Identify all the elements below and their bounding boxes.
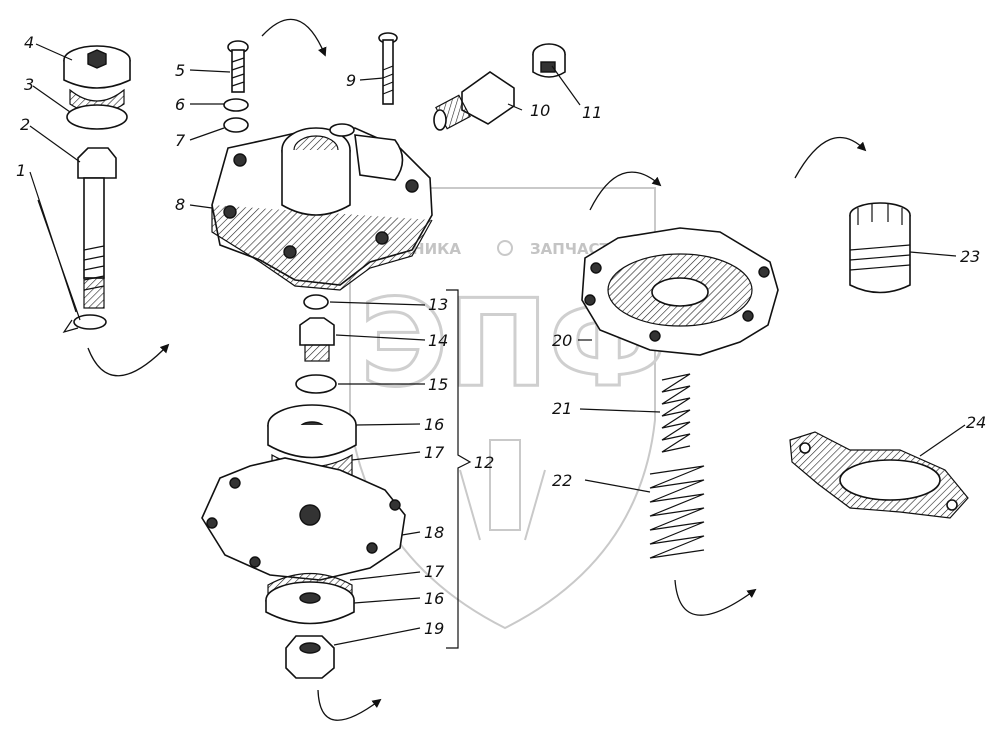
part-16-cup-lower [265,581,355,625]
label-4: 4 [24,33,34,52]
arrow-nut23 [794,136,867,179]
part-22-spring [649,465,705,559]
label-15: 15 [428,375,448,394]
part-18-diaphragm [201,457,406,581]
part-10-fitting [433,71,515,131]
label-11: 11 [582,103,602,122]
part-14-nut [299,317,335,362]
label-9: 9 [346,71,356,90]
label-7: 7 [175,131,186,150]
arrow-bottom [317,689,382,721]
label-13: 13 [428,295,448,314]
label-1: 1 [16,161,26,180]
label-17-upper: 17 [424,443,445,462]
part-8-housing [211,123,433,291]
part-9-screw [378,32,398,105]
arrow-flange [589,171,662,211]
label-14: 14 [428,331,448,350]
part-24-gasket [789,431,969,519]
rotation-arrows [87,18,867,721]
part-15-washer [295,374,337,394]
label-20: 20 [552,331,572,350]
part-7-washer [223,117,249,133]
part-6-washer [223,98,249,112]
label-2: 2 [20,115,30,134]
label-18: 18 [424,523,444,542]
label-16-upper: 16 [424,415,444,434]
label-23: 23 [960,247,980,266]
part-19-nut [285,635,335,679]
leader-lines [29,43,966,646]
label-3: 3 [24,75,34,94]
label-24: 24 [966,413,986,432]
label-10: 10 [530,101,550,120]
part-2-bolt [77,147,117,309]
arrow-left-bottom [87,343,170,377]
label-17-lower: 17 [424,562,445,581]
part-23-castle-nut [849,202,911,294]
watermark-gear-icon [497,240,513,256]
part-3-washer [66,88,128,130]
part-16-cup-upper [267,404,357,459]
part-13-ring [303,294,329,310]
group-12-bracket [446,289,472,649]
part-5-screw [227,40,249,93]
part-1-lock-washer [62,314,107,334]
label-16-lower: 16 [424,589,444,608]
label-21: 21 [552,399,572,418]
callout-labels: 1 2 3 4 5 6 7 8 9 10 11 12 13 14 15 16 1… [16,33,986,638]
label-19: 19 [424,619,444,638]
label-5: 5 [175,61,185,80]
part-11-plug [532,43,566,78]
label-6: 6 [175,95,185,114]
label-8: 8 [175,195,185,214]
watermark-wheat-icon [459,439,546,541]
label-12: 12 [474,453,494,472]
arrow-top [261,18,327,57]
part-20-flange [581,227,779,356]
part-4-plug [63,45,131,89]
part-21-spring [661,373,691,453]
label-22: 22 [552,471,572,490]
arrow-spring [674,579,757,616]
